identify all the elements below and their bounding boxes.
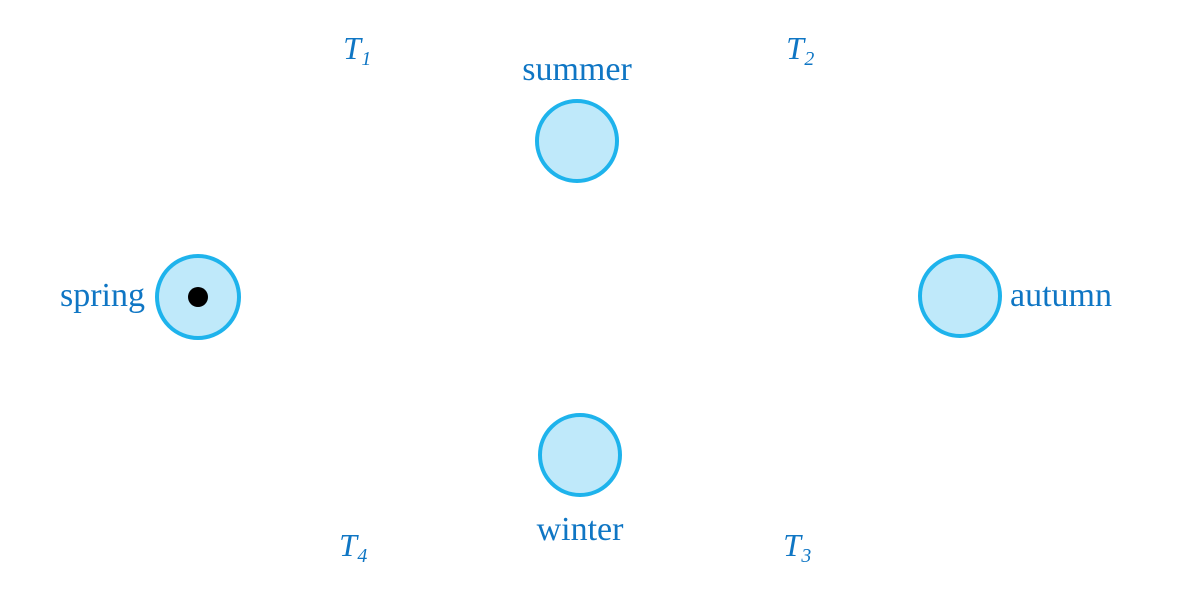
place-label-autumn: autumn xyxy=(1010,277,1112,314)
transition-base-t3: T xyxy=(783,527,801,563)
transition-base-t2: T xyxy=(786,30,804,66)
transition-label-t3: T3 xyxy=(783,527,811,566)
transition-sub-t4: 4 xyxy=(357,545,368,568)
transition-label-t2: T2 xyxy=(786,30,814,69)
transition-base-t4: T xyxy=(339,527,357,563)
place-label-winter: winter xyxy=(536,511,624,548)
place-label-spring: spring xyxy=(60,277,145,314)
place-summer[interactable] xyxy=(535,99,619,183)
place-autumn[interactable] xyxy=(918,254,1002,338)
token-dot xyxy=(188,287,208,307)
transition-base-t1: T xyxy=(343,30,361,66)
transition-label-t1: T1 xyxy=(343,30,371,69)
place-spring[interactable] xyxy=(155,254,241,340)
place-winter[interactable] xyxy=(538,413,622,497)
transition-label-t4: T4 xyxy=(339,527,367,566)
transition-sub-t3: 3 xyxy=(801,545,812,568)
transition-sub-t1: 1 xyxy=(361,48,372,71)
place-label-summer: summer xyxy=(522,51,632,88)
transition-sub-t2: 2 xyxy=(804,48,815,71)
